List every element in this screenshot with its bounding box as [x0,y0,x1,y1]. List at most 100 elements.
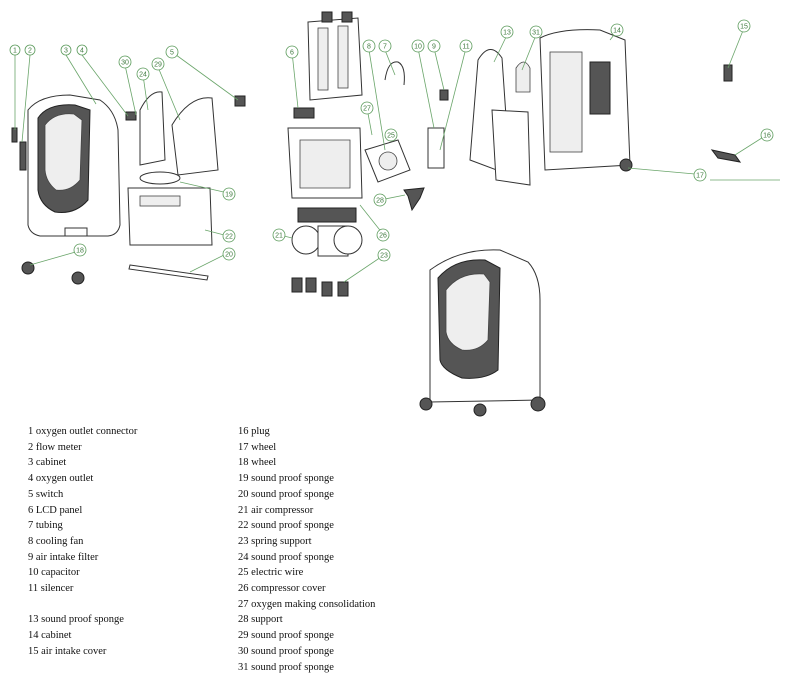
legend-item: 27 oxygen making consolidation [238,598,376,610]
compressor-cover-part [287,127,363,199]
svg-text:29: 29 [154,62,162,69]
svg-text:14: 14 [613,28,621,35]
legend-item: 18 wheel [238,457,277,469]
legend-item: 11 silencer [28,583,74,595]
callout-29: 29 [151,57,165,71]
cooling-fan-part [364,139,411,183]
legend-item: 22 sound proof sponge [238,520,334,532]
front-cabinet-part [27,94,121,237]
legend-item: 20 sound proof sponge [238,488,334,500]
svg-text:27: 27 [363,106,371,113]
svg-text:28: 28 [376,198,384,205]
legend-item: 1 oxygen outlet connector [28,426,138,437]
legend-item [28,597,137,613]
support-28-part [403,187,425,212]
svg-text:24: 24 [139,72,147,79]
legend-item: 3 cabinet [28,457,67,469]
sponge-13-31-part [469,49,531,186]
callout-3: 3 [60,44,72,56]
callout-11: 11 [459,39,473,53]
legend-item: 28 support [238,614,283,626]
svg-text:18: 18 [76,248,84,255]
callout-labels: 1 2 3 4 5 6 7 8 9 10 11 13 14 15 16 17 1… [9,19,774,262]
callout-27: 27 [360,101,374,115]
svg-text:31: 31 [532,30,540,37]
legend-item: 2 flow meter [28,441,82,453]
flow-meter-part [11,127,27,171]
callout-15: 15 [737,19,751,33]
legend-item: 19 sound proof sponge [238,473,334,485]
legend-item: 8 cooling fan [28,535,84,547]
callout-14: 14 [610,23,624,37]
svg-text:13: 13 [503,30,511,37]
callout-9: 9 [427,39,441,53]
sponge-29-part [171,97,219,176]
callout-31: 31 [529,25,543,39]
oxygen-making-consolidation-part [307,11,363,101]
callout-20: 20 [222,247,236,261]
svg-text:23: 23 [380,253,388,260]
legend-item: 29 sound proof sponge [238,630,334,642]
legend-item: 16 plug [238,426,270,437]
parts-legend-left: 1 oxygen outlet connector 2 flow meter 3… [28,424,137,660]
callout-16: 16 [760,128,774,142]
air-intake-cover-part [723,64,733,82]
legend-item: 23 spring support [238,535,312,547]
support-20-part [128,264,209,281]
svg-text:22: 22 [225,234,233,241]
back-cabinet-part [539,29,633,172]
legend-item: 24 sound proof sponge [238,551,334,563]
legend-item: 6 LCD panel [28,504,83,516]
legend-item: 4 oxygen outlet [28,473,94,485]
sponge-24-30-part [125,91,166,166]
svg-text:10: 10 [414,44,422,51]
legend-item: 30 sound proof sponge [238,645,334,657]
svg-text:26: 26 [379,233,387,240]
callout-7: 7 [378,39,392,53]
legend-item: 25 electric wire [238,567,304,579]
svg-text:5: 5 [170,50,174,57]
svg-text:25: 25 [387,133,395,140]
assembled-unit [419,249,546,417]
callout-30: 30 [118,55,132,69]
svg-text:11: 11 [462,44,469,51]
svg-text:9: 9 [432,44,436,51]
legend-item: 9 air intake filter [28,551,99,563]
callout-22: 22 [222,229,236,243]
callout-23: 23 [377,248,391,262]
legend-item: 21 air compressor [238,504,314,516]
svg-text:15: 15 [740,24,748,31]
capacitor-silencer-part [427,89,449,169]
lcd-panel-part [293,107,315,119]
plug-part [710,149,742,163]
callout-17: 17 [693,168,707,182]
callout-2: 2 [24,44,36,56]
legend-item: 13 sound proof sponge [28,614,124,626]
callout-21: 21 [272,228,286,242]
callout-5: 5 [165,45,179,59]
svg-text:2: 2 [28,48,32,55]
callout-19: 19 [222,187,236,201]
svg-text:4: 4 [80,48,84,55]
callout-26: 26 [376,228,390,242]
svg-text:16: 16 [763,133,771,140]
legend-item: 14 cabinet [28,630,72,642]
spring-support-part [291,277,349,297]
callout-8: 8 [362,39,376,53]
svg-text:21: 21 [275,233,283,240]
callout-28: 28 [373,193,387,207]
svg-text:8: 8 [367,44,371,51]
leader-lines [14,27,780,283]
legend-item: 17 wheel [238,441,277,453]
svg-text:17: 17 [696,173,704,180]
wheel-18-part [21,261,85,285]
svg-text:7: 7 [383,44,387,51]
callout-24: 24 [136,67,150,81]
svg-text:20: 20 [225,252,233,259]
legend-item: 10 capacitor [28,567,80,579]
callout-18: 18 [73,243,87,257]
legend-item: 15 air intake cover [28,645,107,657]
legend-item: 31 sound proof sponge [238,661,334,673]
switch-part [234,95,246,107]
